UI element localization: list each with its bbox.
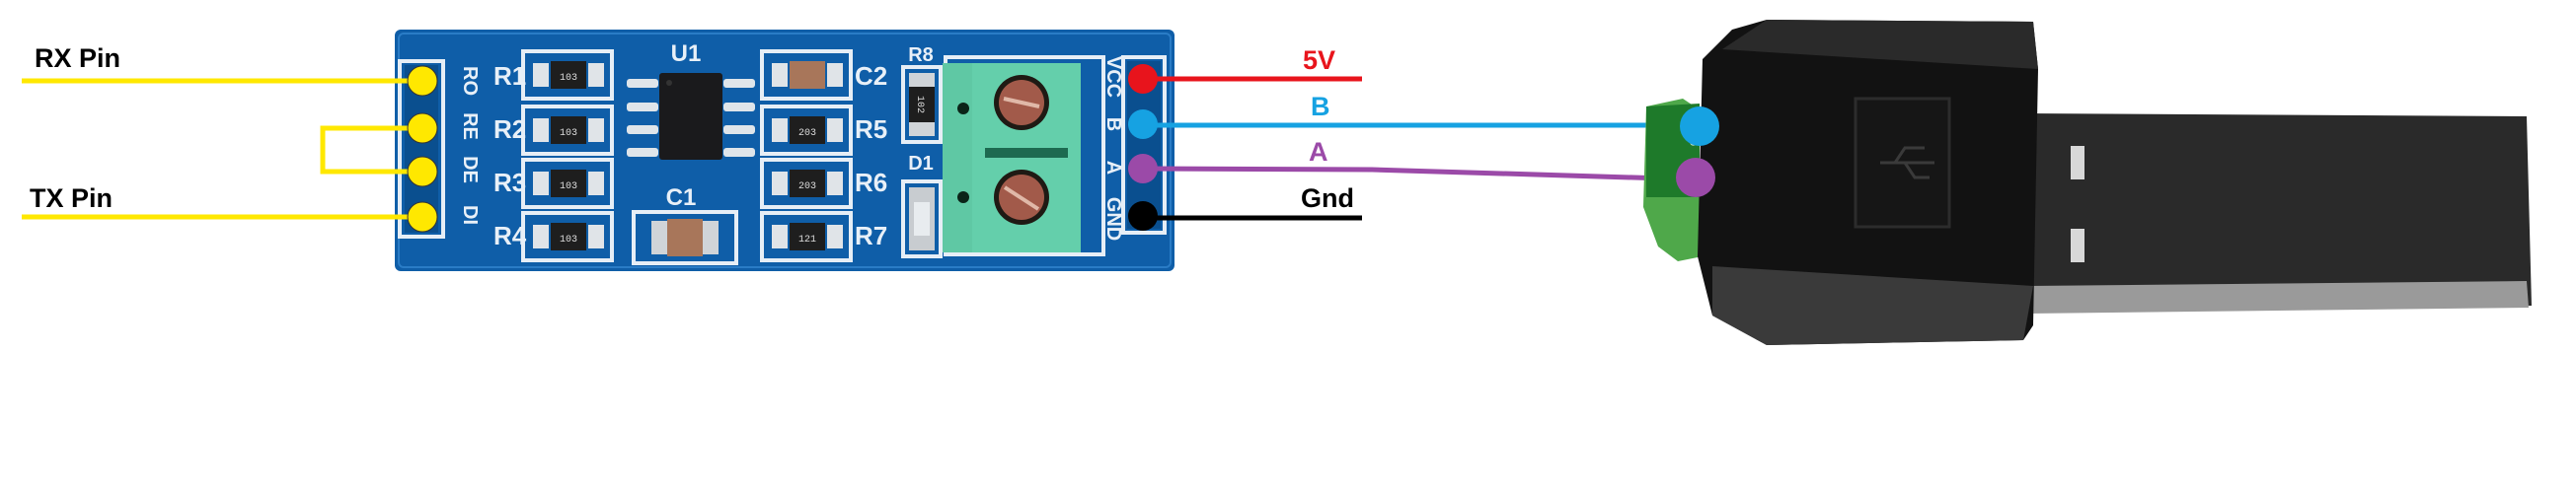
pin-gnd-dot — [1128, 201, 1158, 231]
svg-text:203: 203 — [798, 128, 816, 139]
usb-logo-icon — [1880, 146, 1934, 179]
silk-di: DI — [459, 205, 481, 225]
silk-vcc: VCC — [1102, 56, 1124, 98]
rs485-module-board: RO RE DE DI 103 103 103 — [395, 30, 1174, 271]
capacitor-c2 — [760, 49, 853, 101]
svg-text:102: 102 — [914, 96, 925, 113]
pin-de-dot — [407, 156, 438, 187]
silk-a: A — [1102, 161, 1124, 175]
usb-rs485-adapter: B A — [1643, 20, 2532, 345]
svg-text:U1: U1 — [671, 40, 702, 67]
resistor-r8: R8 102 — [901, 44, 943, 144]
silk-r7: R7 — [855, 221, 887, 250]
svg-text:103: 103 — [560, 235, 577, 246]
usb-contact — [2071, 146, 2084, 179]
silk-b: B — [1102, 117, 1124, 131]
svg-text:121: 121 — [798, 235, 816, 246]
pin-a-dot — [1128, 154, 1158, 183]
silk-r3: R3 — [493, 168, 526, 197]
svg-text:103: 103 — [560, 181, 577, 192]
pin-vcc-dot — [1128, 64, 1158, 94]
svg-text:R8: R8 — [908, 44, 934, 66]
silk-de: DE — [459, 156, 481, 183]
silk-r1: R1 — [493, 61, 526, 91]
pin-re-dot — [407, 112, 438, 144]
bus-wires — [1128, 64, 1699, 231]
led-d1: D1 — [901, 153, 943, 258]
svg-text:D1: D1 — [908, 153, 934, 175]
logic-wires — [22, 65, 438, 233]
svg-text:C1: C1 — [666, 184, 697, 211]
tx-pin-label: TX Pin — [30, 183, 113, 213]
resistor-r7: 121 — [760, 211, 853, 262]
resistor-r2: 103 — [521, 105, 614, 156]
re-de-bridge-wire — [320, 125, 419, 175]
resistor-r4: 103 — [521, 211, 614, 262]
rx-pin-label: RX Pin — [35, 43, 120, 73]
silk-r5: R5 — [855, 114, 887, 144]
usb-contact — [2071, 229, 2084, 262]
usb-plug — [2023, 113, 2532, 311]
vcc-label: 5V — [1303, 45, 1335, 75]
silk-gnd: GND — [1102, 197, 1124, 241]
svg-text:203: 203 — [798, 181, 816, 192]
screw-terminal-block — [943, 55, 1105, 256]
pin-di-dot — [407, 201, 438, 233]
left-header-outline — [398, 59, 445, 239]
svg-text:103: 103 — [560, 128, 577, 139]
pin-ro-dot — [407, 65, 438, 97]
svg-text:103: 103 — [560, 73, 577, 84]
a-label: A — [1309, 137, 1328, 167]
silk-r2: R2 — [493, 114, 526, 144]
capacitor-c1: C1 — [632, 184, 738, 265]
silk-r4: R4 — [493, 221, 527, 250]
silk-r6: R6 — [855, 168, 887, 197]
a-wire — [1144, 166, 1699, 182]
resistor-r1: 103 — [521, 49, 614, 101]
silk-ro: RO — [459, 66, 481, 96]
right-header-outline — [1121, 55, 1167, 235]
pin-b-dot — [1128, 109, 1158, 139]
resistor-column-right: 203 203 121 C2 R5 R6 R7 — [760, 49, 887, 262]
adapter-b-dot — [1680, 106, 1719, 146]
resistor-r5: 203 — [760, 105, 853, 156]
resistor-r6: 203 — [760, 158, 853, 209]
gnd-label: Gnd — [1301, 183, 1354, 213]
silk-c2: C2 — [855, 61, 887, 91]
resistor-column-left: 103 103 103 103 R1 R2 R3 — [493, 49, 614, 262]
adapter-a-dot — [1676, 158, 1715, 197]
b-label: B — [1311, 92, 1330, 121]
resistor-r3: 103 — [521, 158, 614, 209]
ic-u1: U1 — [627, 40, 755, 160]
silk-re: RE — [459, 112, 481, 140]
